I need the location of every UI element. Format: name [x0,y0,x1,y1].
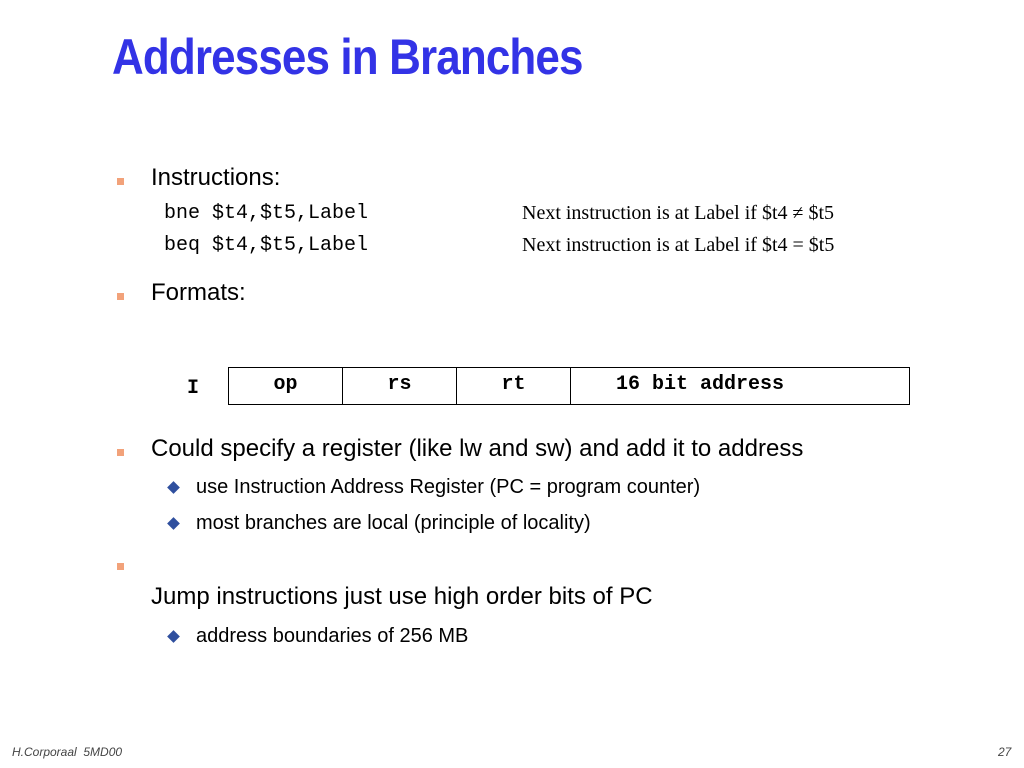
field-address: 16 bit address [615,373,785,396]
bullet-square-icon [117,293,124,300]
page-number: 27 [998,745,1012,759]
diamond-bullet-icon [167,481,180,494]
register-sub-1: use Instruction Address Register (PC = p… [196,476,701,498]
register-heading: Could specify a register (like lw and sw… [151,435,804,462]
field-op: op [229,368,343,404]
code-beq: beq $t4,$t5,Label [164,234,369,257]
diamond-bullet-icon [167,630,180,643]
desc-beq: Next instruction is at Label if $t4 = $t… [522,234,835,256]
formats-heading: Formats: [151,279,246,306]
i-format-table: op rs rt 16 bit address [228,367,910,405]
footer-author: H.Corporaal 5MD00 [12,745,123,759]
desc-bne: Next instruction is at Label if $t4 ≠ $t… [522,202,835,224]
format-type-label: I [187,377,200,400]
bullet-square-icon [117,178,124,185]
field-rt: rt [457,368,571,404]
slide-title: Addresses in Branches [112,29,584,85]
instructions-heading: Instructions: [151,164,281,191]
diamond-bullet-icon [167,517,180,530]
bullet-square-icon [117,563,124,570]
jump-heading: Jump instructions just use high order bi… [151,583,653,610]
bullet-square-icon [117,449,124,456]
jump-sub-1: address boundaries of 256 MB [196,625,469,647]
register-sub-2: most branches are local (principle of lo… [196,512,591,534]
code-bne: bne $t4,$t5,Label [164,202,369,225]
field-rs: rs [343,368,457,404]
